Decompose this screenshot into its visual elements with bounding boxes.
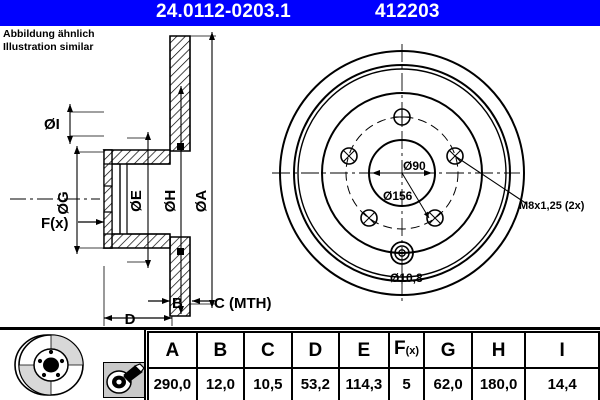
specification-table: A B C D E F(x) G H I 290,0 12,0 10,5 53,… bbox=[147, 331, 600, 400]
label-bolt-circle: Ø156 bbox=[383, 189, 413, 203]
table-header-d: D bbox=[290, 331, 341, 369]
label-outer-diameter: ØA bbox=[193, 190, 210, 213]
table-header-e: E bbox=[338, 331, 390, 369]
dimension-hub-diameter: ØG bbox=[55, 146, 104, 254]
table-value-row: 290,0 12,0 10,5 53,2 114,3 5 62,0 180,0 … bbox=[147, 367, 600, 400]
bolt-hole bbox=[426, 209, 444, 227]
table-header-a: A bbox=[147, 331, 198, 369]
table-header-row: A B C D E F(x) G H I bbox=[147, 331, 600, 369]
table-value-h: 180,0 bbox=[470, 367, 527, 400]
micrometer-caliper-icon bbox=[103, 362, 146, 398]
bolt-hole bbox=[360, 209, 378, 227]
header-banner: 24.0112-0203.1 412203 bbox=[0, 0, 600, 26]
label-thread: M8x1,25 (2x) bbox=[519, 200, 585, 212]
face-center-bore-circle bbox=[368, 139, 436, 207]
bolt-hole bbox=[340, 147, 358, 165]
part-number-label: 24.0112-0203.1 bbox=[156, 1, 291, 22]
callout-thread: M8x1,25 (2x) bbox=[454, 155, 585, 212]
illustration-note: Abbildung ähnlich Illustration similar bbox=[3, 28, 95, 53]
dimension-friction-outer-diameter: ØH bbox=[162, 86, 184, 314]
dimension-inner-small-diameter: ØI bbox=[44, 104, 104, 144]
dim-line-bolt-circle bbox=[401, 172, 430, 219]
dimension-bolt-circle: Ø156 bbox=[383, 172, 430, 219]
fx-subscript: (x) bbox=[405, 345, 420, 357]
dimension-thickness-group: B C (MTH) D bbox=[103, 266, 271, 326]
dimension-fx: F(x) bbox=[41, 215, 104, 232]
section-web-upper bbox=[102, 149, 171, 165]
bolt-hole bbox=[393, 108, 411, 126]
illustration-note-en: Illustration similar bbox=[3, 40, 94, 53]
table-value-a: 290,0 bbox=[147, 367, 198, 400]
brake-disc-icon bbox=[4, 332, 96, 398]
section-hub-lip-lower bbox=[103, 211, 113, 235]
label-min-thickness-c: C (MTH) bbox=[214, 295, 271, 312]
table-value-e: 114,3 bbox=[338, 367, 390, 400]
section-hub-lip-upper bbox=[103, 163, 113, 187]
callout-locating-hole: Ø10,8 bbox=[390, 264, 423, 285]
label-friction-inner-diameter: ØE bbox=[128, 190, 145, 212]
table-header-h: H bbox=[470, 331, 527, 369]
label-center-bore: Ø90 bbox=[403, 159, 426, 173]
table-value-c: 10,5 bbox=[243, 367, 293, 400]
table-value-d: 53,2 bbox=[290, 367, 341, 400]
section-disc-upper bbox=[169, 35, 191, 152]
label-thickness-b: B bbox=[172, 295, 183, 312]
table-header-b: B bbox=[195, 331, 246, 369]
panel-right-edge bbox=[144, 330, 146, 400]
section-web-lower bbox=[102, 233, 171, 249]
drawing-canvas: ØI ØG F(x) ØE bbox=[10, 32, 585, 326]
table-header-g: G bbox=[423, 331, 473, 369]
cross-section-view bbox=[10, 35, 191, 317]
table-value-b: 12,0 bbox=[195, 367, 246, 400]
table-value-g: 62,0 bbox=[423, 367, 473, 400]
bottom-icon-panel bbox=[0, 330, 146, 400]
face-bolt-circle bbox=[345, 116, 459, 230]
fx-base: F bbox=[393, 338, 406, 359]
illustration-note-de: Abbildung ähnlich bbox=[3, 28, 95, 40]
label-height-d: D bbox=[125, 311, 136, 326]
table-header-fx: F(x) bbox=[387, 331, 426, 369]
label-inner-small-diameter: ØI bbox=[44, 116, 60, 133]
label-fx: F(x) bbox=[41, 215, 69, 232]
table-header-i: I bbox=[524, 331, 600, 369]
face-view: Ø90 Ø156 M8x1,25 (2x) Ø10,8 bbox=[272, 44, 585, 302]
dimension-outer-diameter: ØA bbox=[190, 32, 216, 308]
leader-thread bbox=[454, 155, 528, 205]
face-outer-diameter-circle bbox=[279, 50, 525, 296]
table-header-c: C bbox=[243, 331, 293, 369]
face-ring-inner-circle bbox=[321, 92, 483, 254]
reference-number-label: 412203 bbox=[375, 1, 440, 22]
label-locating-hole: Ø10,8 bbox=[390, 271, 423, 285]
dimension-friction-inner-diameter: ØE bbox=[127, 132, 151, 268]
label-hub-diameter: ØG bbox=[55, 191, 72, 214]
bottom-divider bbox=[0, 327, 600, 330]
label-friction-outer-diameter: ØH bbox=[162, 190, 179, 213]
table-value-i: 14,4 bbox=[524, 367, 600, 400]
drawing-area: ØI ØG F(x) ØE bbox=[0, 26, 600, 326]
face-bolt-holes bbox=[340, 108, 464, 227]
table-value-fx: 5 bbox=[387, 367, 426, 400]
